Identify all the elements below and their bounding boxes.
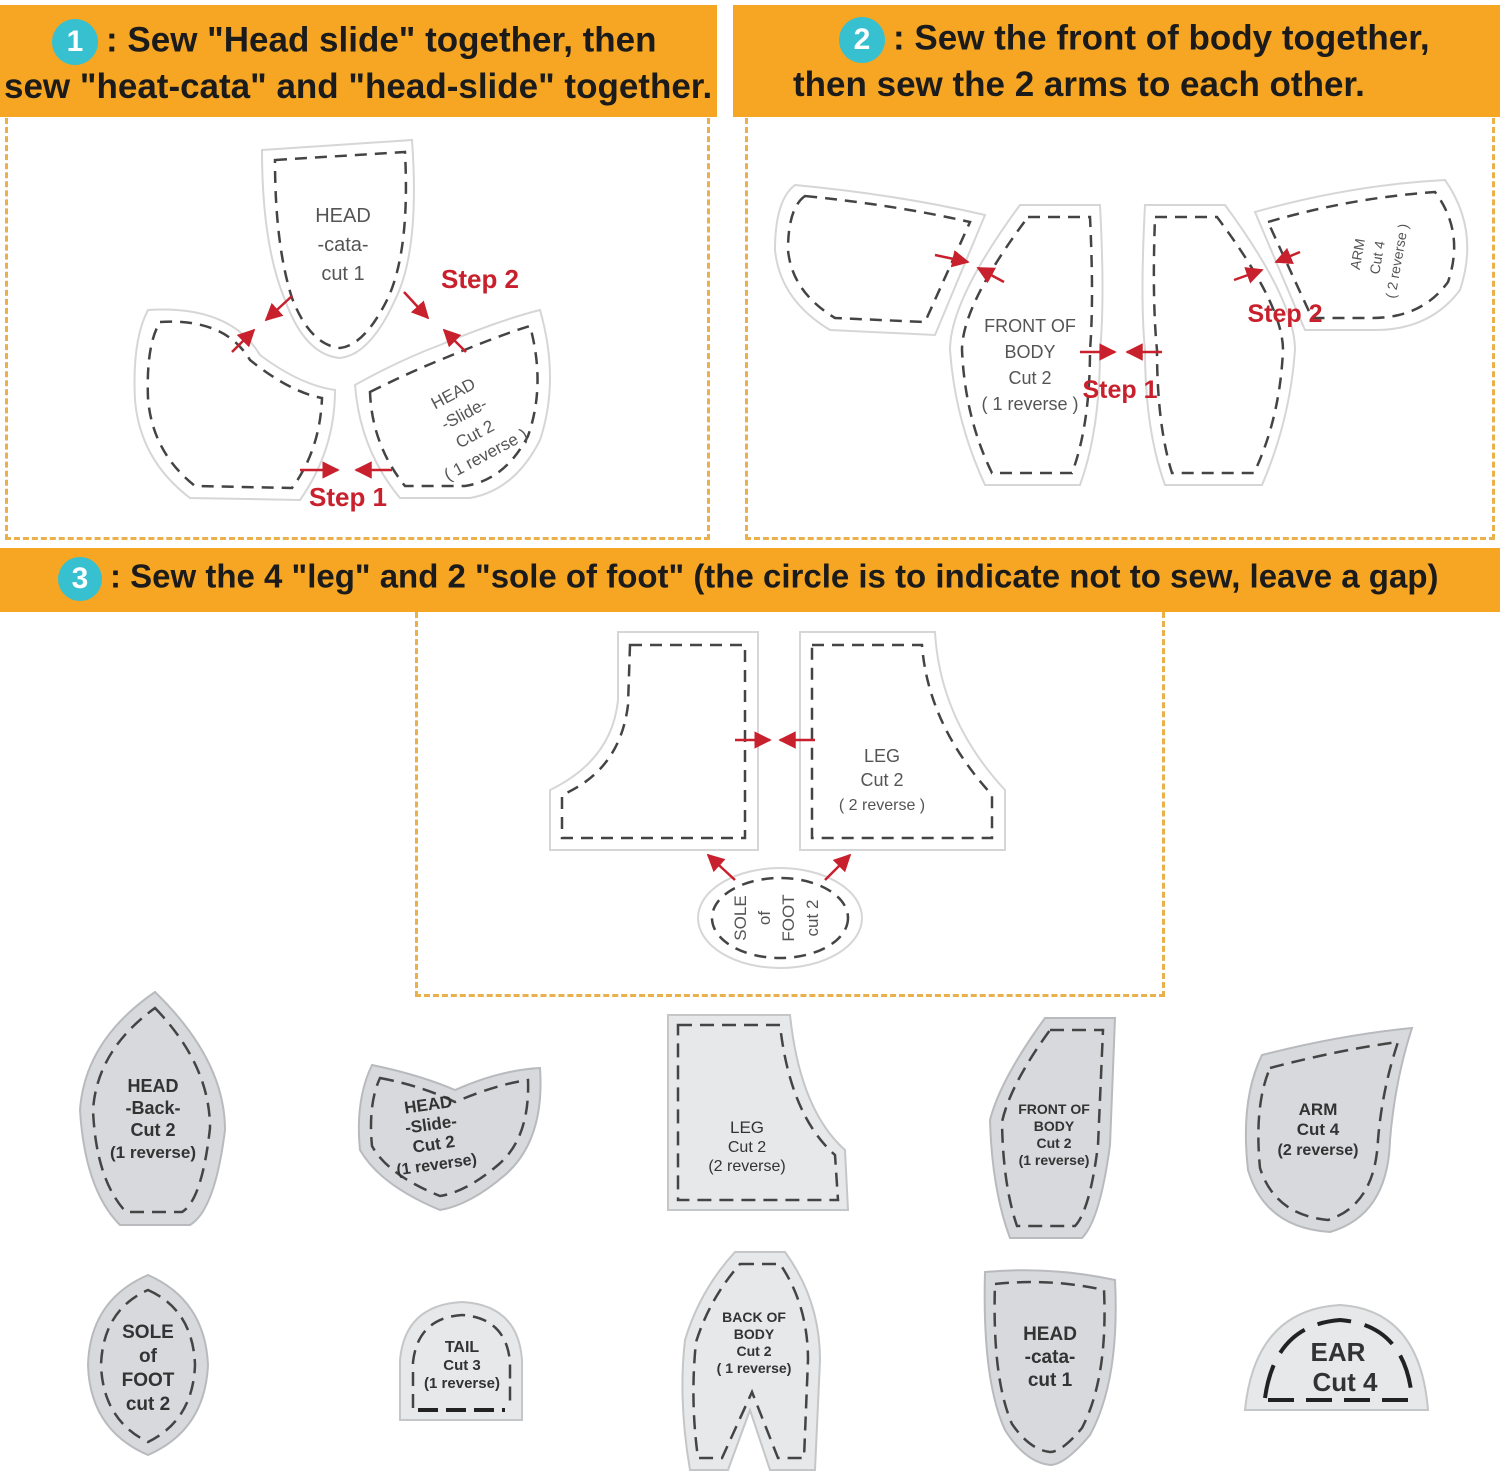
diagram1-head-cata-label-3: cut 1 [321, 263, 364, 285]
template-tail: TAIL Cut 3 (1 reverse) [399, 1300, 523, 1421]
step2-instruction-line1: : Sew the front of body together, [893, 18, 1430, 58]
diagram3-arrows [706, 731, 852, 881]
template-sole-label-4: cut 2 [126, 1394, 170, 1415]
template-arm-label-3: (2 reverse) [1278, 1142, 1359, 1159]
step2-banner: 2: Sew the front of body together, then … [733, 5, 1500, 117]
template-leg-label-1: LEG [730, 1118, 764, 1137]
diagram2-step1-label: Step 1 [1082, 376, 1157, 404]
template-leg-label-2: Cut 2 [728, 1139, 766, 1156]
diagram2-step2-label: Step 2 [1247, 300, 1322, 328]
template-arm-label-2: Cut 4 [1297, 1120, 1340, 1139]
template-front-body: FRONT OF BODY Cut 2 (1 reverse) [988, 1017, 1117, 1239]
template-tail-label-3: (1 reverse) [424, 1375, 500, 1392]
template-arm-label-1: ARM [1299, 1100, 1338, 1119]
diagram3-sole-label-1: SOLE [731, 895, 750, 940]
diagram3-sole-piece: SOLE of FOOT cut 2 [697, 867, 863, 969]
template-sole-label-2: of [139, 1346, 158, 1367]
template-ear-label-1: EAR [1311, 1337, 1366, 1367]
template-leg: LEG Cut 2 (2 reverse) [667, 1014, 850, 1211]
diagram2-arrows [934, 247, 1301, 361]
diagram3-leg-label-2: Cut 2 [860, 770, 903, 790]
diagram3-leg-left-piece [549, 631, 759, 851]
step3-instruction: : Sew the 4 "leg" and 2 "sole of foot" (… [110, 557, 1439, 595]
step2-instruction-line2: then sew the 2 arms to each other. [793, 65, 1365, 104]
step3-number-badge: 3 [58, 557, 102, 601]
diagram2-front-body-label-2: BODY [1004, 342, 1055, 362]
template-head-cata: HEAD -cata- cut 1 [983, 1269, 1117, 1467]
step1-frame [5, 118, 710, 540]
diagram3-leg-label-1: LEG [864, 746, 900, 766]
template-head-back: HEAD -Back- Cut 2 (1 reverse) [78, 990, 227, 1226]
step2-number-badge: 2 [839, 17, 885, 63]
template-sole-label-1: SOLE [122, 1322, 174, 1343]
template-head-cata-label-1: HEAD [1023, 1324, 1077, 1345]
step2-frame [745, 118, 1495, 540]
diagram2-arm-label-1: ARM [1347, 237, 1368, 270]
template-front-body-label-3: Cut 2 [1037, 1135, 1072, 1151]
template-front-body-label-1: FRONT OF [1018, 1101, 1090, 1117]
template-head-cata-label-3: cut 1 [1028, 1370, 1073, 1391]
step3-frame [415, 612, 1165, 997]
template-ear: EAR Cut 4 [1243, 1303, 1430, 1411]
template-sole: SOLE of FOOT cut 2 [86, 1273, 210, 1457]
diagram1-arrows [231, 291, 467, 479]
template-back-body-label-2: BODY [734, 1326, 775, 1342]
template-front-body-label-4: (1 reverse) [1019, 1152, 1090, 1168]
diagram1-step2-label: Step 2 [441, 264, 519, 294]
diagram3-leg-right-piece: LEG Cut 2 ( 2 reverse ) [799, 631, 1006, 851]
diagram2-front-body-label-4: ( 1 reverse ) [981, 394, 1078, 414]
template-back-body: BACK OF BODY Cut 2 ( 1 reverse) [681, 1251, 822, 1471]
template-arm: ARM Cut 4 (2 reverse) [1244, 1026, 1414, 1234]
template-back-body-label-4: ( 1 reverse) [717, 1360, 792, 1376]
step1-banner: 1: Sew "Head slide" together, then sew "… [0, 5, 717, 117]
template-tail-label-2: Cut 3 [443, 1357, 481, 1374]
diagram2-arm-label-2: Cut 4 [1366, 239, 1388, 275]
diagram1-head-cata-label-1: HEAD [315, 205, 371, 227]
diagram1-head-slide-right-piece: HEAD -Slide- Cut 2 ( 1 reverse ) [353, 308, 551, 499]
template-head-slide: HEAD -Slide- Cut 2 (1 reverse) [357, 1063, 542, 1212]
step1-instruction-line2: sew "heat-cata" and "head-slide" togethe… [4, 67, 713, 106]
diagram3-leg-label-3: ( 2 reverse ) [839, 797, 925, 814]
template-head-back-label-4: (1 reverse) [110, 1143, 196, 1162]
template-head-back-label-1: HEAD [127, 1076, 178, 1096]
template-tail-label-1: TAIL [445, 1339, 480, 1356]
diagram2-arm-left-piece [773, 183, 987, 337]
diagram3-sole-label-4: cut 2 [803, 900, 822, 937]
step3-banner: 3: Sew the 4 "leg" and 2 "sole of foot" … [0, 548, 1500, 612]
step1-instruction-line1: : Sew "Head slide" together, then [106, 20, 657, 60]
template-leg-label-3: (2 reverse) [708, 1158, 785, 1175]
diagram1-step1-label: Step 1 [309, 482, 387, 512]
diagram2-front-body-label-3: Cut 2 [1008, 368, 1051, 388]
diagram3-sole-label-2: of [755, 911, 774, 925]
diagram1-head-cata-piece: HEAD -cata- cut 1 [260, 138, 415, 360]
template-sole-label-3: FOOT [122, 1370, 175, 1391]
diagram2-front-body-left-piece: FRONT OF BODY Cut 2 ( 1 reverse ) [948, 204, 1104, 486]
diagram3-sole-label-3: FOOT [779, 894, 798, 941]
template-head-back-label-2: -Back- [125, 1098, 180, 1118]
template-head-cata-label-2: -cata- [1025, 1347, 1076, 1368]
step1-number-badge: 1 [52, 19, 98, 65]
template-head-back-label-3: Cut 2 [131, 1120, 176, 1140]
template-front-body-label-2: BODY [1034, 1118, 1075, 1134]
diagram1-head-cata-label-2: -cata- [317, 234, 368, 256]
diagram2-arm-right-piece: ARM Cut 4 ( 2 reverse ) [1253, 178, 1469, 331]
template-back-body-label-3: Cut 2 [737, 1343, 772, 1359]
template-ear-label-2: Cut 4 [1313, 1367, 1379, 1397]
template-back-body-label-1: BACK OF [722, 1309, 786, 1325]
diagram2-front-body-label-1: FRONT OF [984, 316, 1076, 336]
